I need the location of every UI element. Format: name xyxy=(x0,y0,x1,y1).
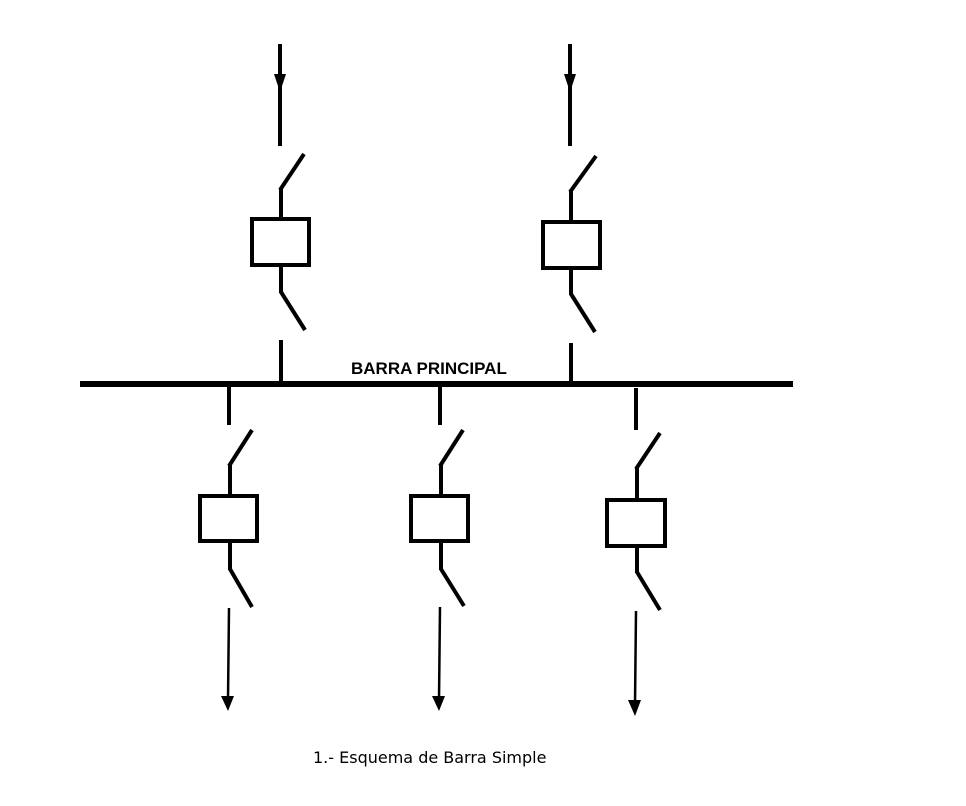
incoming-feeder-1-lower-switch xyxy=(279,290,307,332)
outgoing-feeder-3-arrow xyxy=(628,700,641,716)
outgoing-feeder-2-upper-switch xyxy=(438,428,465,468)
outgoing-feeder-3-upper-switch xyxy=(634,431,662,471)
outgoing-feeder-2-arrow xyxy=(432,696,445,711)
outgoing-feeder-1 xyxy=(198,386,259,711)
incoming-feeder-1-upper-switch xyxy=(278,152,306,192)
outgoing-feeder-1-line xyxy=(226,607,231,701)
incoming-feeder-1-arrow xyxy=(274,74,286,92)
outgoing-feeder-2-line xyxy=(437,606,442,701)
outgoing-feeder-3 xyxy=(605,388,667,716)
outgoing-feeder-3-line xyxy=(633,610,638,706)
outgoing-feeder-2 xyxy=(409,386,470,711)
incoming-feeder-2 xyxy=(541,44,602,382)
outgoing-feeder-2-breaker xyxy=(409,494,470,543)
outgoing-feeder-3-lower-switch xyxy=(635,570,662,612)
diagram-caption: 1.- Esquema de Barra Simple xyxy=(313,748,547,767)
outgoing-feeder-1-breaker xyxy=(198,494,259,543)
outgoing-feeder-2-lower-switch xyxy=(439,567,466,608)
outgoing-feeder-1-arrow xyxy=(221,696,234,711)
incoming-feeder-2-arrow xyxy=(564,74,576,92)
incoming-feeder-1-breaker xyxy=(250,217,311,267)
incoming-feeder-2-breaker xyxy=(541,220,602,270)
outgoing-feeder-3-breaker xyxy=(605,498,667,548)
outgoing-feeder-1-lower-switch xyxy=(228,567,254,609)
incoming-feeder-2-upper-switch xyxy=(568,154,598,194)
incoming-feeder-2-lower-switch xyxy=(569,292,597,334)
bus-label: BARRA PRINCIPAL xyxy=(351,359,507,378)
outgoing-feeder-1-upper-switch xyxy=(227,428,254,468)
incoming-feeder-1 xyxy=(250,44,311,382)
